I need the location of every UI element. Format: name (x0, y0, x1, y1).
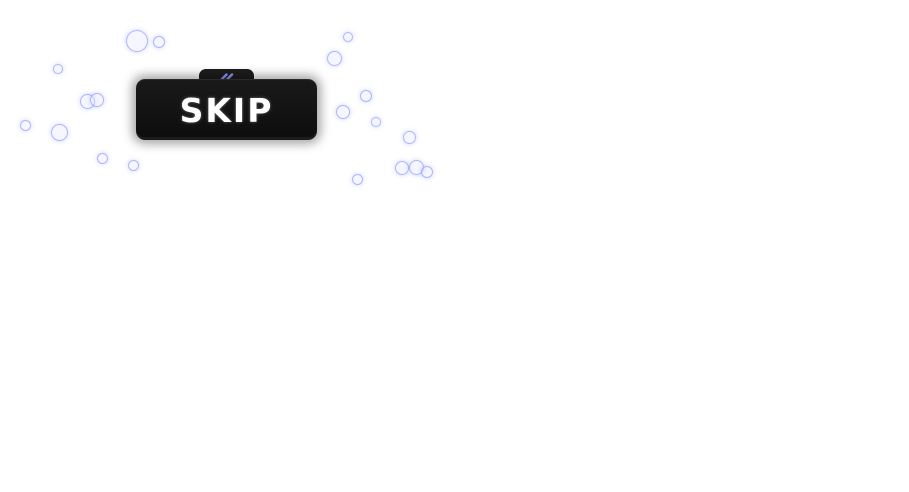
bubble-decoration (395, 161, 409, 175)
bubble-decoration (352, 174, 363, 185)
bubble-decoration (343, 32, 353, 42)
bubble-decoration (128, 160, 139, 171)
bubble-decoration (153, 36, 165, 48)
bubble-decoration (90, 93, 104, 107)
bubble-decoration (20, 120, 31, 131)
bubble-decoration (421, 166, 433, 178)
bubble-decoration (126, 30, 148, 52)
bubble-decoration (336, 105, 350, 119)
skip-button-label: SKIP (179, 91, 274, 130)
bubble-decoration (97, 153, 108, 164)
bubble-decoration (51, 124, 68, 141)
bubble-decoration (371, 117, 381, 127)
bubble-decoration (360, 90, 372, 102)
skip-control[interactable]: SKIP (136, 69, 317, 141)
bubble-decoration (403, 131, 416, 144)
bubble-decoration (53, 64, 63, 74)
bubble-decoration (327, 51, 342, 66)
skip-button[interactable]: SKIP (136, 79, 317, 140)
